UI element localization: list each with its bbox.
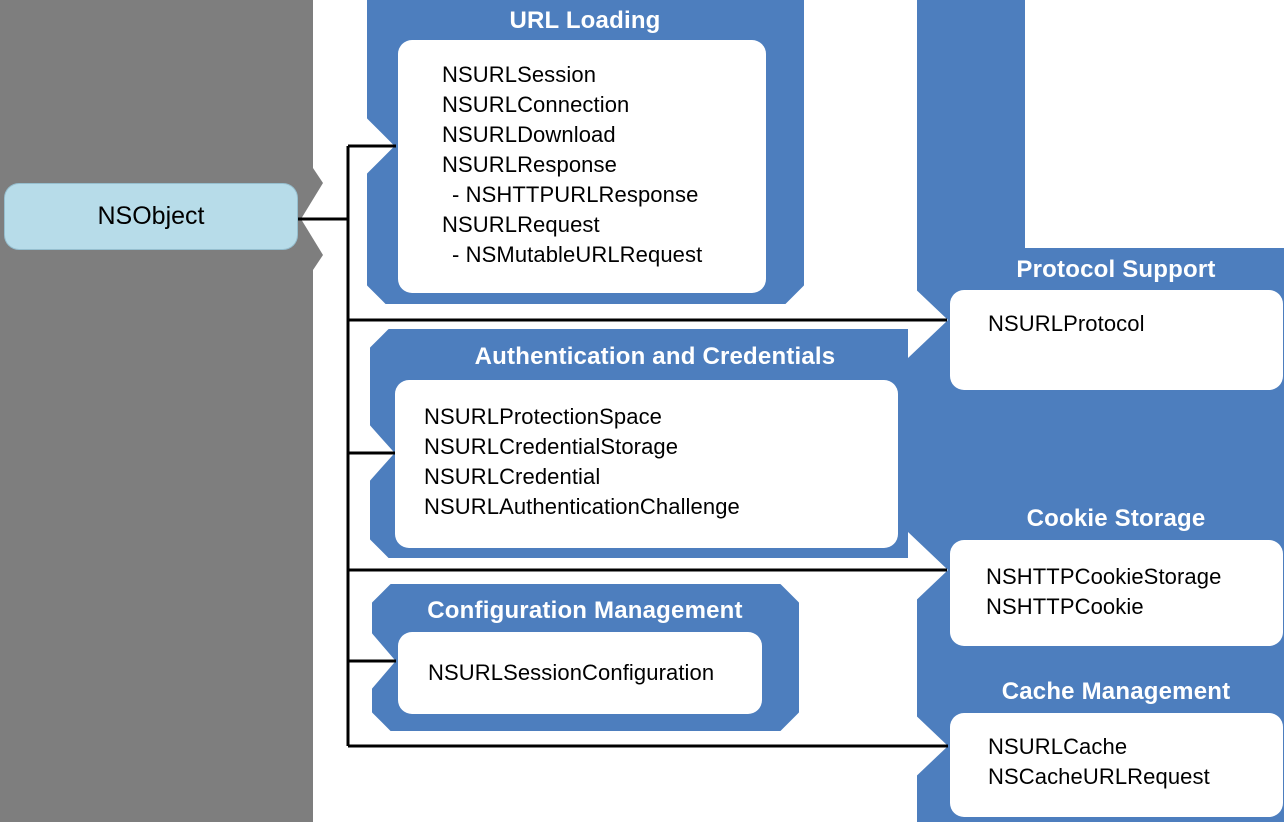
group-title-url-loading: URL Loading — [509, 7, 661, 34]
class-item: NSURLConnection — [442, 92, 630, 117]
group-title-cookie-storage: Cookie Storage — [1026, 505, 1206, 532]
class-list-authentication: NSURLProtectionSpace NSURLCredentialStor… — [424, 402, 740, 522]
class-item: NSURLProtocol — [988, 311, 1145, 336]
configuration-class-box — [398, 632, 762, 714]
group-title-configuration: Configuration Management — [427, 597, 743, 624]
authentication-class-box — [395, 380, 898, 548]
class-item: NSURLSessionConfiguration — [428, 660, 715, 685]
connector-lines — [298, 144, 948, 748]
class-item: NSURLCredential — [424, 464, 601, 489]
class-item: NSURLDownload — [442, 122, 616, 147]
class-item: NSHTTPCookie — [986, 594, 1144, 619]
class-item: NSURLRequest — [442, 212, 600, 237]
class-item: NSURLAuthenticationChallenge — [424, 494, 740, 519]
class-item: NSCacheURLRequest — [988, 764, 1210, 789]
class-item: NSURLCredentialStorage — [424, 434, 679, 459]
class-item-subclass: - NSMutableURLRequest — [452, 242, 703, 267]
class-list-configuration: NSURLSessionConfiguration — [428, 658, 714, 688]
url-loading-class-box — [398, 40, 766, 293]
class-item: NSURLCache — [988, 734, 1128, 759]
class-item: NSURLSession — [442, 62, 597, 87]
class-item: NSURLResponse — [442, 152, 617, 177]
cookie-storage-class-box — [950, 540, 1283, 646]
group-title-authentication: Authentication and Credentials — [474, 343, 836, 370]
class-item-subclass: - NSHTTPURLResponse — [452, 182, 699, 207]
class-item: NSURLProtectionSpace — [424, 404, 663, 429]
class-list-cookie-storage: NSHTTPCookieStorage NSHTTPCookie — [986, 562, 1221, 622]
protocol-support-class-box — [950, 290, 1283, 390]
nsobject-node: NSObject — [4, 183, 298, 250]
gray-panel — [0, 0, 323, 822]
class-list-cache-management: NSURLCache NSCacheURLRequest — [988, 732, 1210, 792]
class-list-protocol-support: NSURLProtocol — [988, 309, 1145, 339]
class-list-url-loading: NSURLSession NSURLConnection NSURLDownlo… — [442, 60, 702, 270]
group-title-protocol-support: Protocol Support — [1016, 256, 1216, 283]
group-title-cache-management: Cache Management — [1001, 678, 1231, 705]
cache-management-class-box — [950, 713, 1283, 817]
class-item: NSHTTPCookieStorage — [986, 564, 1222, 589]
